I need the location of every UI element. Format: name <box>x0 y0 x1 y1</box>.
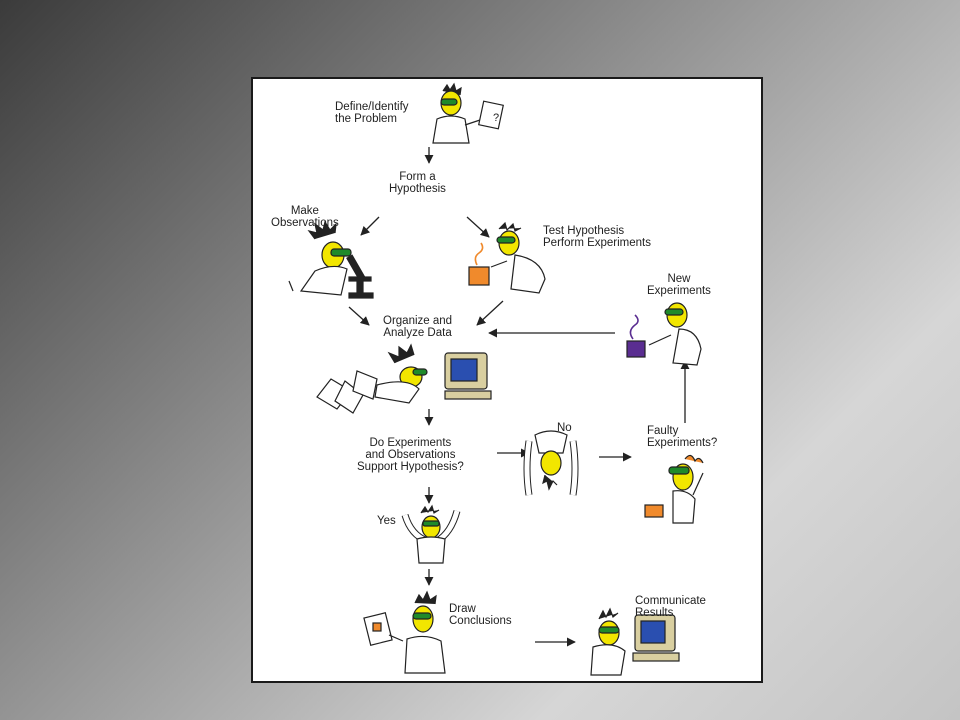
computer-monitor-icon <box>444 352 492 400</box>
microscope-icon <box>346 254 374 299</box>
arrow-test-to-analyze <box>476 300 504 326</box>
arrow-hypothesis-to-test <box>466 216 490 238</box>
new-experiments-figure-icon <box>626 302 702 366</box>
arrow-observations-to-analyze <box>348 306 370 326</box>
arrow-hypothesis-to-observations <box>360 216 380 236</box>
scientific-method-diagram: ? <box>288 82 704 676</box>
analyze-data-figure-icon <box>316 343 492 414</box>
paper-question-mark: ? <box>493 112 499 124</box>
communicate-results-figure-icon <box>590 607 680 676</box>
results-monitor-icon <box>632 614 680 662</box>
test-hypothesis-figure-icon <box>468 221 546 294</box>
graph-papers-icon <box>316 370 378 414</box>
define-problem-figure-icon <box>432 82 504 144</box>
orange-beaker-small-icon <box>644 504 664 518</box>
label-no: No <box>557 422 572 434</box>
observations-figure-icon <box>288 220 374 299</box>
conclusion-paper-icon <box>363 612 393 646</box>
faulty-experiments-figure-icon <box>644 454 704 524</box>
no-figure-icon <box>523 430 579 496</box>
slide-panel: ? <box>251 77 763 683</box>
yes-figure-icon <box>401 504 461 564</box>
draw-conclusions-figure-icon <box>363 590 446 674</box>
purple-beaker-icon <box>626 314 646 358</box>
label-yes: Yes <box>377 515 396 527</box>
orange-beaker-icon <box>468 242 490 286</box>
